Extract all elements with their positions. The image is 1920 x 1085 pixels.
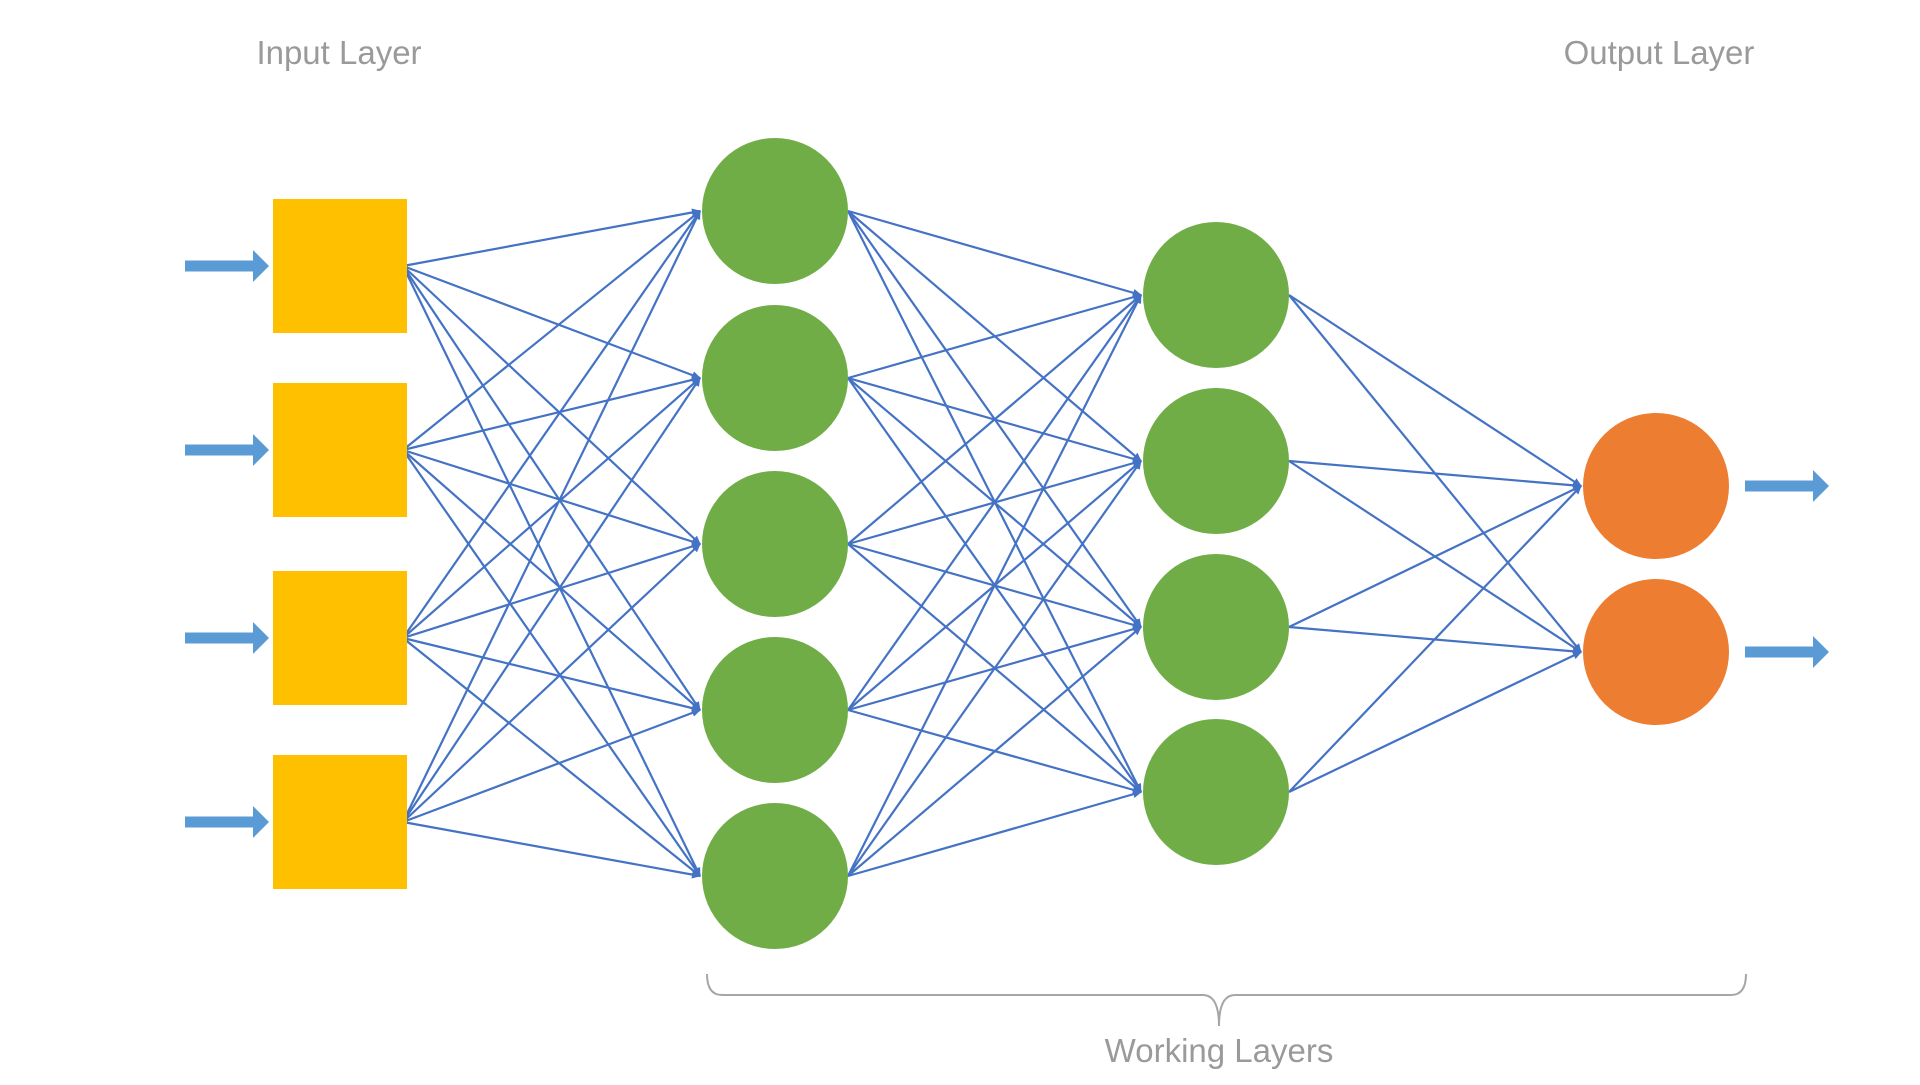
hidden-1-node-1: [702, 138, 848, 284]
connection-line-l0-3-2: [402, 543, 701, 823]
hidden-1-node-4: [702, 637, 848, 783]
connection-line-l2-1-0: [1288, 459, 1582, 490]
connection-line-l0-2-2: [402, 542, 701, 640]
connection-line-l1-3-0: [847, 294, 1142, 711]
connection-line-l1-1-0: [847, 293, 1142, 380]
connection-line-l1-4-3: [847, 790, 1142, 878]
connection-line-l0-3-1: [402, 377, 701, 823]
connection-line-l0-3-4: [402, 820, 701, 879]
output-layer-label: Output Layer: [1563, 34, 1755, 71]
connection-line-l0-0-2: [402, 265, 701, 545]
input-node-3: [273, 571, 407, 705]
connection-line-l0-2-0: [402, 210, 701, 639]
connection-line-l0-3-0: [402, 210, 701, 823]
working-layers-brace: [706, 973, 1747, 1027]
hidden-2-node-2: [1143, 388, 1289, 534]
connection-line-l0-1-4: [402, 449, 701, 877]
input-arrow-icon-2: [185, 434, 269, 466]
input-layer-label: Input Layer: [256, 34, 422, 71]
working-layers-label: Working Layers: [1104, 1032, 1334, 1069]
connections: [402, 208, 1582, 879]
input-arrow-icon-1: [185, 250, 269, 282]
connection-line-l0-1-1: [402, 375, 701, 452]
connection-line-l2-3-0: [1288, 485, 1582, 793]
connection-line-l1-4-2: [847, 626, 1142, 877]
output-node-2: [1583, 579, 1729, 725]
input-node-1: [273, 199, 407, 333]
output-node-1: [1583, 413, 1729, 559]
connection-line-l1-4-1: [847, 460, 1142, 877]
input-arrow-icon-4: [185, 806, 269, 838]
hidden-2-node-1: [1143, 222, 1289, 368]
hidden-1-node-5: [702, 803, 848, 949]
connection-line-l1-0-0: [847, 209, 1142, 297]
connection-line-l0-3-3: [402, 708, 701, 824]
connection-line-l1-4-0: [847, 294, 1142, 877]
connection-line-l0-0-4: [402, 265, 701, 877]
connection-line-l0-1-3: [402, 449, 701, 711]
hidden-1-node-3: [702, 471, 848, 617]
connection-line-l2-2-0: [1288, 485, 1582, 628]
hidden-2-node-3: [1143, 554, 1289, 700]
output-arrow-icon-2: [1745, 636, 1829, 668]
input-arrow-icon-3: [185, 622, 269, 654]
nodes: [273, 138, 1729, 949]
hidden-2-node-4: [1143, 719, 1289, 865]
connection-line-l2-0-0: [1288, 294, 1582, 487]
connection-line-l2-3-1: [1288, 651, 1582, 793]
connection-line-l0-0-0: [402, 208, 701, 268]
input-node-2: [273, 383, 407, 517]
connection-line-l0-2-4: [402, 637, 701, 877]
connection-line-l0-1-2: [402, 448, 701, 546]
connection-line-l0-1-0: [402, 210, 701, 451]
connection-line-l0-0-3: [402, 265, 701, 711]
connection-line-l1-2-0: [847, 294, 1142, 545]
output-arrow-icon-1: [1745, 470, 1829, 502]
hidden-1-node-2: [702, 305, 848, 451]
connection-line-l0-0-1: [402, 264, 701, 380]
connection-line-l0-2-3: [402, 636, 701, 713]
io-arrows: [185, 250, 1829, 838]
connection-line-l0-2-1: [402, 377, 701, 639]
input-node-4: [273, 755, 407, 889]
